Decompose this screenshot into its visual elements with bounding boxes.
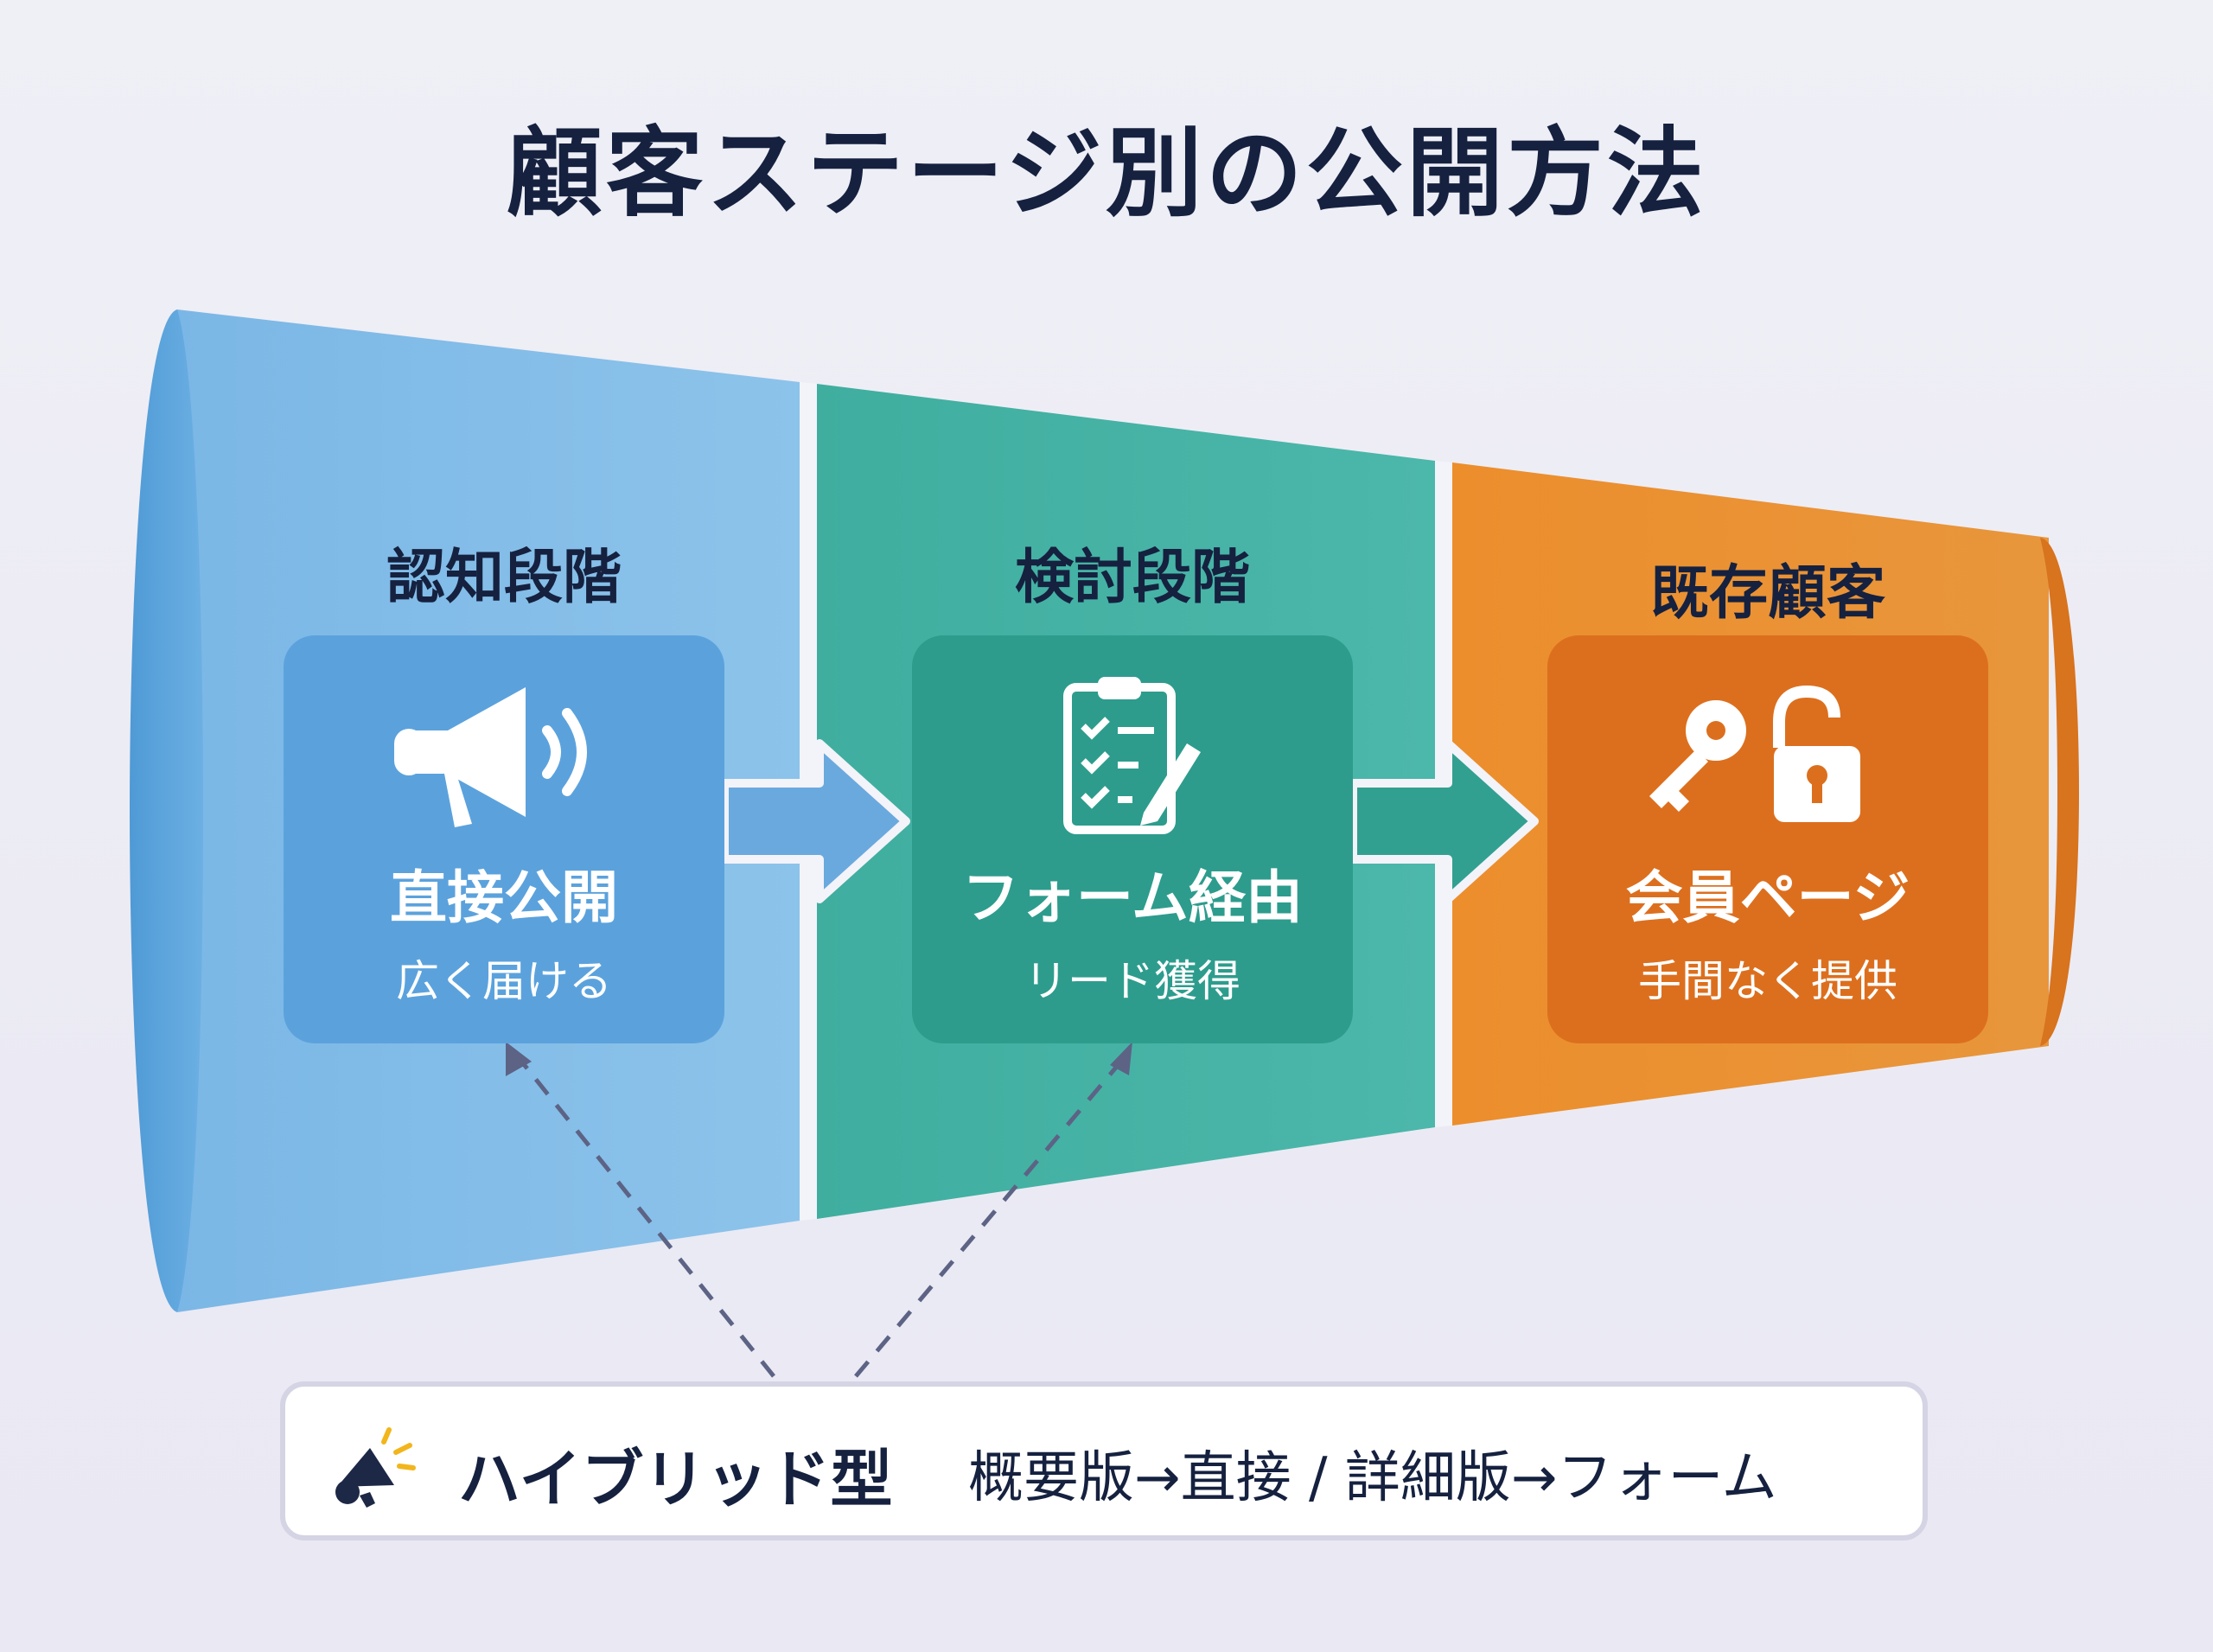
stage-heading-consideration: 検討段階 bbox=[1014, 544, 1250, 612]
funnel-mouth-rim bbox=[130, 309, 203, 1312]
megaphone-icon bbox=[335, 1427, 416, 1508]
method-note: 広く届ける bbox=[396, 956, 612, 1006]
stage-card-consideration: フォーム経由 リード獲得 bbox=[912, 635, 1353, 1043]
flow-arrow-awareness-to-consideration bbox=[720, 739, 910, 903]
funnel-end-rim bbox=[2040, 538, 2079, 1046]
method-note: 手間なく提供 bbox=[1638, 956, 1897, 1006]
hybrid-label: ハイブリッド型 bbox=[458, 1443, 893, 1515]
connector-arrowhead bbox=[506, 1042, 532, 1076]
page-title: 顧客ステージ別の公開方法 bbox=[506, 118, 1707, 230]
stage-card-existing: 会員ページ 手間なく提供 bbox=[1547, 635, 1988, 1043]
key-and-lock-icon bbox=[1649, 685, 1860, 822]
method-label: フォーム経由 bbox=[961, 864, 1304, 931]
dashed-connector-consideration bbox=[854, 1062, 1121, 1378]
hybrid-callout: ハイブリッド型 概要版→直接 / 詳細版→フォーム bbox=[280, 1381, 1928, 1540]
stage-heading-awareness: 認知段階 bbox=[386, 544, 622, 612]
method-label: 会員ページ bbox=[1625, 864, 1910, 931]
dashed-connector-awareness bbox=[521, 1062, 775, 1378]
method-label: 直接公開 bbox=[390, 864, 618, 931]
hybrid-description: 概要版→直接 / 詳細版→フォーム bbox=[968, 1446, 1777, 1510]
stage-heading-existing: 既存顧客 bbox=[1649, 559, 1885, 628]
megaphone-icon bbox=[394, 687, 587, 827]
clipboard-checklist-icon bbox=[1063, 677, 1201, 834]
connector-arrowhead bbox=[1110, 1042, 1132, 1075]
stage-card-awareness: 直接公開 広く届ける bbox=[284, 635, 724, 1043]
method-note: リード獲得 bbox=[1024, 956, 1240, 1006]
flow-arrow-consideration-to-existing bbox=[1349, 739, 1539, 903]
